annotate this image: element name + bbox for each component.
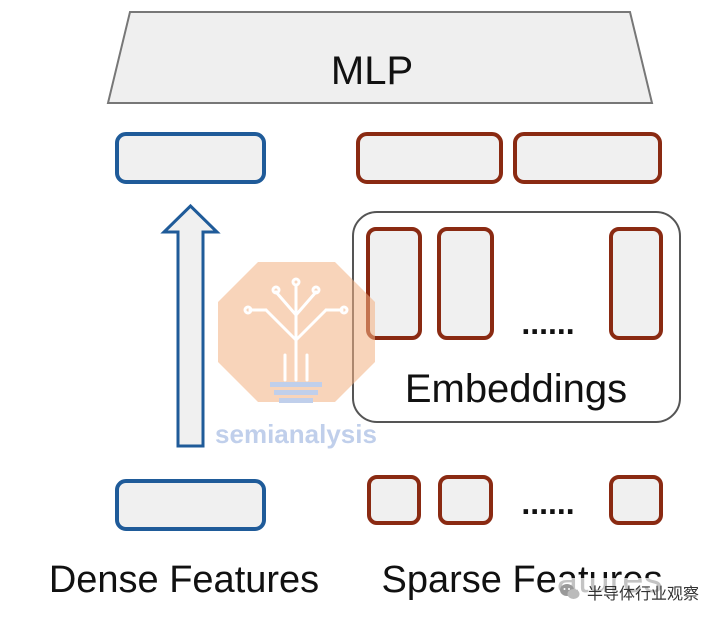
sparse-input-box-2	[438, 475, 493, 525]
dense-features-label: Dense Features	[49, 559, 319, 601]
dense-input-box	[115, 479, 266, 531]
embedding-table-3	[609, 227, 663, 340]
semianalysis-watermark: semianalysis	[215, 262, 377, 449]
watermark-circuit-tree-icon	[243, 277, 349, 382]
embedding-table-2	[437, 227, 494, 340]
sparse-output-box-2	[513, 132, 662, 184]
sparse-output-box-1	[356, 132, 503, 184]
wechat-icon	[559, 584, 580, 599]
mlp-block: MLP	[106, 11, 654, 104]
sparse-input-box-1	[367, 475, 421, 525]
wechat-account-name: 半导体行业观察	[586, 584, 699, 603]
embedding-ellipsis: ......	[521, 305, 574, 341]
sparse-ellipsis: ......	[521, 485, 574, 521]
watermark-brand-text: semianalysis	[215, 419, 377, 449]
mlp-trapezoid	[106, 11, 654, 104]
dense-output-box	[115, 132, 266, 184]
wechat-watermark: 半导体行业观察	[554, 578, 703, 606]
embedding-table-1	[366, 227, 422, 340]
embeddings-container: ...... Embeddings	[352, 211, 681, 423]
sparse-input-box-3	[609, 475, 663, 525]
watermark-base-stripes-icon	[270, 382, 322, 403]
dense-up-arrow	[160, 203, 221, 448]
mlp-label: MLP	[331, 49, 413, 93]
embeddings-label: Embeddings	[405, 367, 627, 411]
